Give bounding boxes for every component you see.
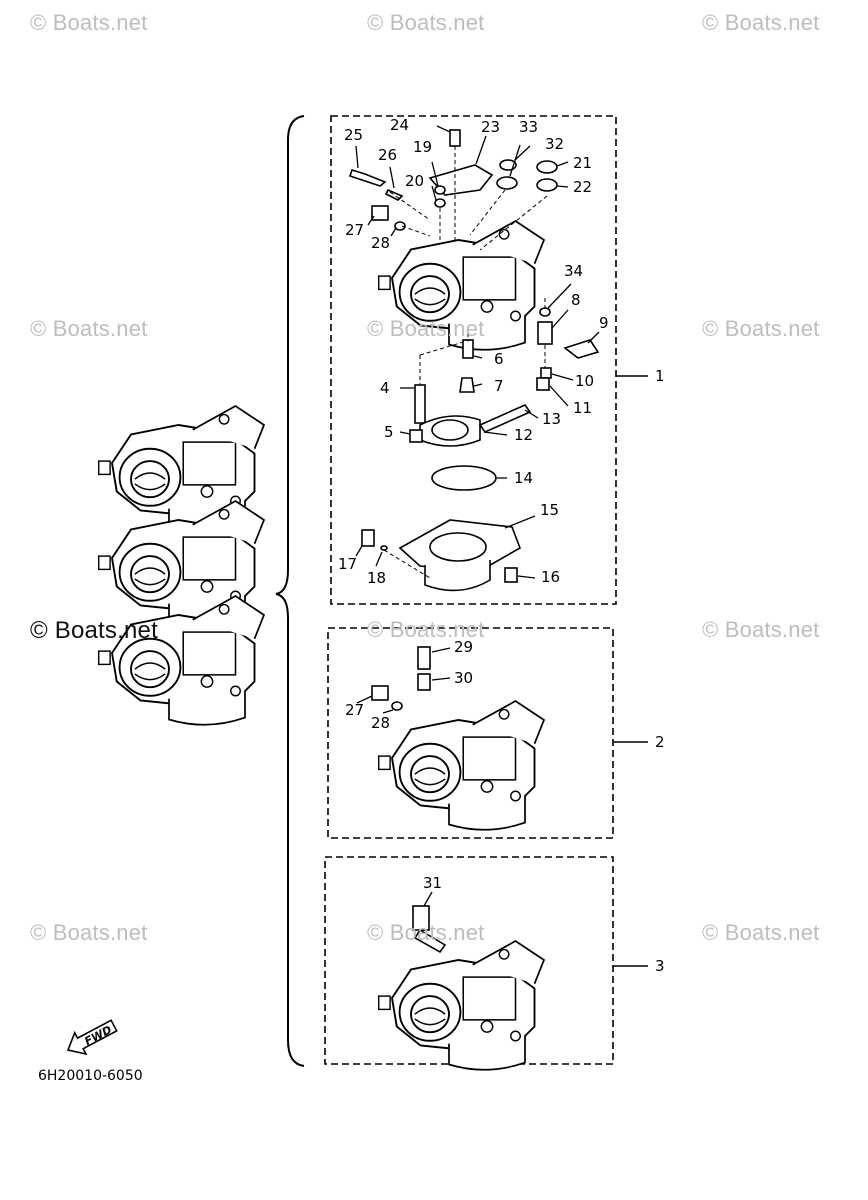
diagram-code: 6H20010-6050 (38, 1068, 143, 1084)
part-label-28-group2: 28 (371, 714, 391, 732)
carburetor-stack (97, 405, 265, 726)
part-label-24: 24 (390, 116, 410, 134)
watermark: © Boats.net (30, 10, 148, 35)
part-label-5: 5 (384, 423, 394, 441)
group-1-parts (348, 129, 600, 592)
part-label-25: 25 (344, 126, 364, 144)
part-label-4: 4 (380, 379, 390, 397)
part-label-34: 34 (564, 262, 584, 280)
part-label-33: 33 (519, 118, 539, 136)
group-2-parts (371, 646, 431, 711)
watermark: © Boats.net (702, 316, 820, 341)
part-label-23: 23 (481, 118, 501, 136)
watermark: © Boats.net (367, 920, 485, 945)
part-label-12: 12 (514, 426, 534, 444)
watermark: © Boats.net (702, 920, 820, 945)
watermark: © Boats.net (702, 10, 820, 35)
part-label-22: 22 (573, 178, 593, 196)
group-label-2: 2 (655, 733, 665, 751)
part-label-28: 28 (371, 234, 391, 252)
part-label-26: 26 (378, 146, 398, 164)
part-label-30: 30 (454, 669, 474, 687)
watermark: © Boats.net (367, 10, 485, 35)
assembly-brace (275, 115, 305, 1067)
watermark: © Boats.net (30, 316, 148, 341)
part-leaders (355, 125, 600, 907)
part-label-9: 9 (599, 314, 609, 332)
fwd-arrow-icon: FWD (66, 1019, 118, 1056)
watermark: © Boats.net (702, 617, 820, 642)
part-label-18: 18 (367, 569, 387, 587)
group-3-carburetor (377, 940, 545, 1071)
part-label-14: 14 (514, 469, 534, 487)
group-label-3: 3 (655, 957, 665, 975)
part-label-29: 29 (454, 638, 474, 656)
part-label-10: 10 (575, 372, 595, 390)
part-label-27: 27 (345, 221, 365, 239)
part-label-19: 19 (413, 138, 433, 156)
part-label-7: 7 (494, 377, 504, 395)
part-label-17: 17 (338, 555, 358, 573)
group-3-parts (412, 905, 447, 954)
part-label-21: 21 (573, 154, 593, 172)
group-1-guides (383, 146, 548, 579)
part-label-32: 32 (545, 135, 565, 153)
group-label-1: 1 (655, 367, 665, 385)
part-label-8: 8 (571, 291, 581, 309)
part-label-13: 13 (542, 410, 562, 428)
part-label-20: 20 (405, 172, 425, 190)
part-label-6: 6 (494, 350, 504, 368)
part-label-11: 11 (573, 399, 593, 417)
watermark: © Boats.net (367, 617, 485, 642)
watermark: © Boats.net (30, 920, 148, 945)
watermark: © Boats.net (367, 316, 485, 341)
group-2-box (327, 627, 614, 839)
part-label-15: 15 (540, 501, 560, 519)
group-2-carburetor (377, 700, 545, 831)
part-label-27-group2: 27 (345, 701, 365, 719)
watermark: © Boats.net (30, 617, 158, 644)
part-label-16: 16 (541, 568, 561, 586)
group-1-box (330, 115, 617, 605)
part-label-31: 31 (423, 874, 443, 892)
